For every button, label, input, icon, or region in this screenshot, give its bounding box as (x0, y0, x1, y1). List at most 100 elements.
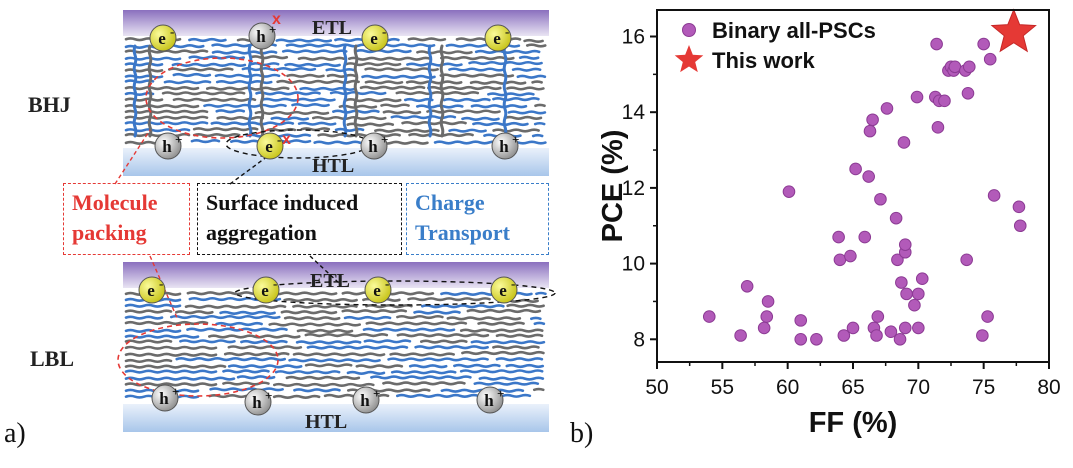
polymer-chain (507, 110, 547, 115)
binary-all-pscs-point (866, 113, 879, 127)
polymer-chain (470, 104, 528, 109)
binary-all-pscs-point (891, 253, 904, 267)
polymer-chain (284, 62, 341, 68)
polymer-chain (492, 345, 540, 350)
polymer-chain (469, 80, 527, 85)
polymer-chain (268, 322, 362, 327)
carrier-symbol: e (158, 29, 166, 48)
polymer-chain (531, 133, 544, 138)
polymer-chain (124, 376, 236, 381)
lbl-etl-label: ETL (310, 270, 350, 292)
x-tick-label: 75 (972, 376, 995, 399)
polymer-chain (443, 97, 491, 103)
binary-all-pscs-point (858, 230, 872, 244)
polymer-chain (355, 364, 404, 369)
polymer-chain (304, 363, 353, 368)
binary-all-pscs-point (874, 192, 887, 206)
polymer-chain (124, 320, 209, 326)
polymer-chain (427, 85, 502, 91)
molecule-connector-top (114, 129, 151, 185)
carrier-symbol: h (162, 137, 172, 156)
polymer-chain (334, 127, 365, 132)
polymer-chain (506, 86, 545, 91)
polymer-chain (461, 350, 545, 356)
polymer-chain (210, 121, 295, 126)
polymer-chain (362, 327, 456, 332)
polymer-chain (365, 321, 468, 326)
blocked-transport-icon: x (272, 11, 281, 28)
polymer-chain (172, 72, 212, 78)
polymer-chain (211, 50, 278, 55)
carrier-sphere (364, 276, 392, 304)
bhj-htl-label: HTL (312, 155, 354, 177)
polymer-chain (275, 38, 333, 43)
binary-all-pscs-point (915, 272, 929, 286)
polymer-chain (380, 103, 410, 108)
carrier-symbol: e (147, 281, 155, 300)
polymer-chain (169, 314, 281, 320)
bhj-etl-label: ETL (312, 17, 352, 39)
binary-all-pscs-point (740, 280, 754, 293)
charge-transport-line2: Transport (415, 220, 510, 245)
carrier-sphere (484, 24, 512, 52)
polymer-chain (254, 110, 330, 116)
y-tick-label: 8 (633, 328, 645, 351)
carrier-symbol: h (484, 391, 494, 410)
binary-all-pscs-point (910, 90, 924, 104)
x-tick-label: 55 (711, 376, 734, 399)
binary-all-pscs-point (960, 253, 973, 267)
polymer-chain (503, 115, 543, 120)
x-tick-label: 50 (645, 376, 668, 399)
hole-icon: h+ (476, 386, 504, 414)
legend-entry-label: This work (712, 48, 815, 73)
polymer-chain (453, 363, 501, 368)
polymer-chain (175, 357, 287, 362)
electron-icon: e- (256, 132, 284, 160)
polymer-chain (414, 345, 489, 350)
polymer-chain (292, 304, 358, 309)
binary-all-pscs-point (782, 185, 796, 198)
binary-all-pscs-point (810, 332, 823, 346)
x-tick-label: 80 (1037, 376, 1060, 399)
lbl-htl-layer (123, 404, 549, 432)
x-tick-label: 60 (776, 376, 799, 399)
charge-transport-line1: Charge (415, 190, 485, 215)
polymer-chain (365, 304, 413, 309)
polymer-chain (273, 382, 375, 388)
polymer-chain (274, 370, 341, 375)
binary-all-pscs-point (849, 162, 862, 176)
polymer-chain (382, 381, 466, 386)
polymer-chain (378, 43, 436, 48)
polymer-chain (161, 91, 246, 96)
binary-all-pscs-point (794, 314, 808, 327)
polymer-chain (192, 133, 241, 138)
polymer-chain (124, 91, 155, 97)
surface-induced-aggregation-box: Surface induced aggregation (197, 183, 402, 255)
polymer-chain (341, 309, 408, 314)
y-tick-label: 14 (622, 101, 646, 124)
carrier-charge: + (373, 386, 380, 401)
carrier-symbol: e (493, 29, 501, 48)
carrier-sphere (491, 132, 519, 160)
polymer-chain (124, 358, 173, 364)
vertical-polymer-chain (132, 44, 138, 138)
polymer-chain (518, 55, 540, 60)
binary-all-pscs-point (862, 170, 875, 183)
polymer-chain (124, 121, 209, 126)
carrier-charge: - (159, 276, 163, 291)
polymer-chain (506, 303, 545, 308)
polymer-chain (329, 90, 387, 96)
carrier-charge: + (381, 132, 388, 147)
polymer-chain (292, 352, 386, 357)
hole-icon: h+ (248, 22, 276, 50)
polymer-chain (124, 115, 209, 120)
carrier-charge: + (497, 386, 504, 401)
electron-icon: e- (149, 24, 177, 52)
polymer-chain (407, 37, 447, 42)
polymer-chain (533, 121, 546, 126)
carrier-charge: + (175, 132, 182, 147)
hole-icon: h+ (151, 384, 179, 412)
binary-all-pscs-point (863, 124, 877, 138)
